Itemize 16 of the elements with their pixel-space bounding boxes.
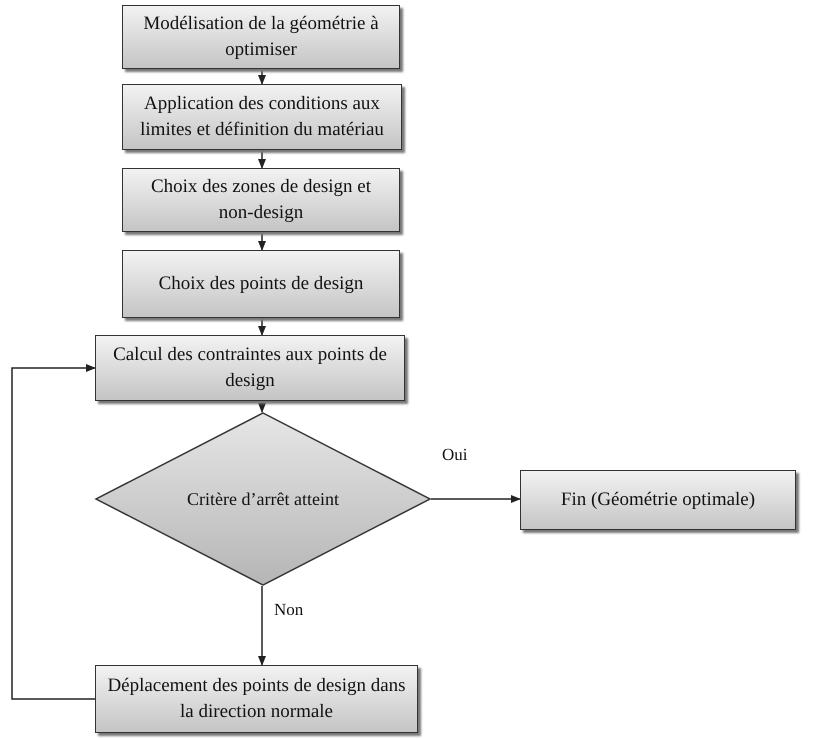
arrow — [258, 586, 266, 666]
decision-text: Critère d’arrêt atteint — [187, 488, 339, 510]
process-box: Fin (Géométrie optimale) — [520, 470, 796, 530]
arrow — [258, 69, 266, 85]
arrow — [431, 495, 521, 503]
arrow — [258, 318, 266, 336]
process-box: Calcul des contraintes aux points de design — [95, 335, 405, 401]
process-box: Choix des zones de design et non-design — [122, 168, 400, 232]
arrow — [258, 232, 266, 251]
process-box: Modélisation de la géométrie à optimiser — [122, 5, 400, 69]
arrow — [11, 364, 96, 700]
arrow — [258, 150, 266, 169]
process-box: Déplacement des points de design dans la direction normale — [95, 665, 418, 733]
process-box: Application des conditions aux limites et définition du matériau — [122, 84, 402, 150]
process-box: Choix des points de design — [122, 250, 400, 318]
arrow — [258, 401, 266, 413]
